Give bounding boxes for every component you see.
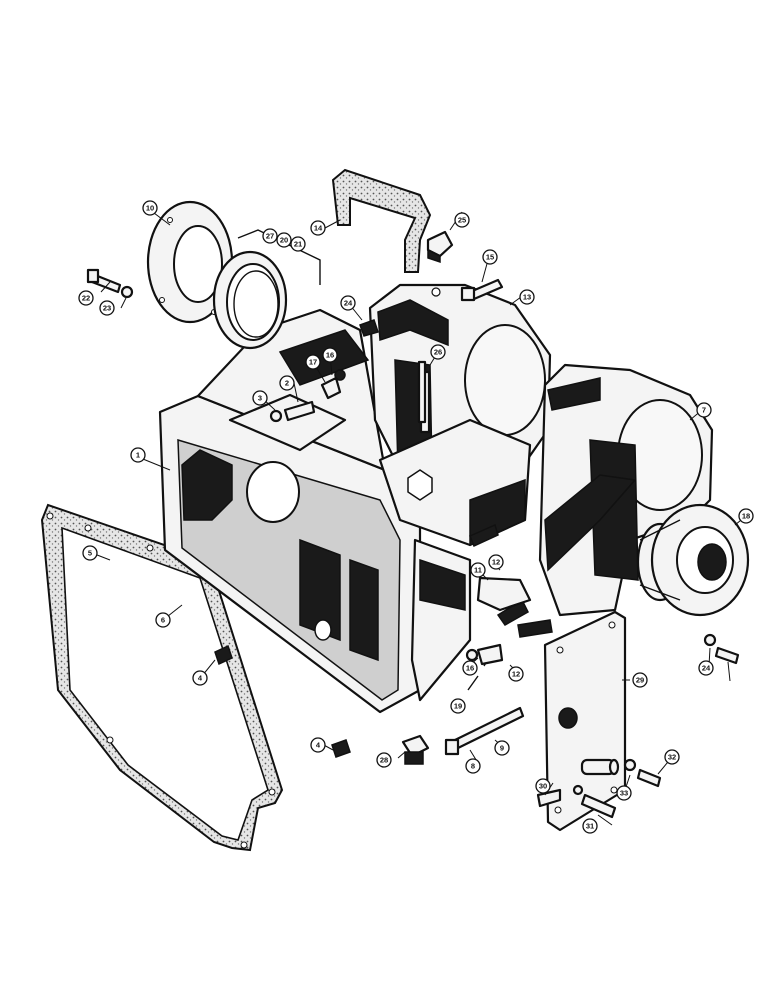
callout-bubble: 31 bbox=[582, 818, 598, 834]
transmission-housing bbox=[158, 308, 422, 714]
callout-bubble: 28 bbox=[376, 752, 392, 768]
svg-text:4: 4 bbox=[316, 741, 321, 750]
callout-bubble: 10 bbox=[142, 200, 158, 216]
svg-text:12: 12 bbox=[512, 670, 520, 679]
svg-text:19: 19 bbox=[451, 702, 459, 711]
callout-bubble: 27 bbox=[262, 228, 278, 244]
svg-text:5: 5 bbox=[88, 549, 92, 558]
callout-bubble: 4 bbox=[310, 737, 326, 753]
shim-rings bbox=[212, 229, 321, 350]
callout-bubble: 20 bbox=[276, 232, 292, 248]
svg-text:23: 23 bbox=[103, 304, 111, 313]
bolts-and-fittings bbox=[86, 230, 740, 819]
callout-bubble: 3 bbox=[252, 390, 268, 406]
svg-text:4: 4 bbox=[198, 674, 203, 683]
callout-bubble: 9 bbox=[494, 740, 510, 756]
svg-text:8: 8 bbox=[471, 762, 475, 771]
callout-bubble: 12 bbox=[508, 666, 524, 682]
svg-text:21: 21 bbox=[294, 240, 302, 249]
svg-text:18: 18 bbox=[742, 512, 750, 521]
svg-text:28: 28 bbox=[380, 756, 388, 765]
callout-bubble: 6 bbox=[155, 612, 171, 628]
svg-text:1: 1 bbox=[136, 451, 140, 460]
svg-text:9: 9 bbox=[500, 744, 504, 753]
callout-bubble: 4 bbox=[192, 670, 208, 686]
callout-bubble: 16 bbox=[322, 347, 338, 363]
callout-bubble: 13 bbox=[519, 289, 535, 305]
callout-bubble: 14 bbox=[310, 220, 326, 236]
callout-bubble: 18 bbox=[738, 508, 754, 524]
callout-bubble: 12 bbox=[488, 554, 504, 570]
svg-text:31: 31 bbox=[586, 822, 594, 831]
callout-bubble: 16 bbox=[462, 660, 478, 676]
svg-text:13: 13 bbox=[523, 293, 531, 302]
callout-bubble: 8 bbox=[465, 758, 481, 774]
svg-text:22: 22 bbox=[82, 294, 90, 303]
cover-plate bbox=[543, 610, 627, 832]
callout-bubble: 17 bbox=[305, 354, 321, 370]
svg-text:25: 25 bbox=[458, 216, 466, 225]
callout-bubble: 24 bbox=[698, 660, 714, 676]
svg-text:11: 11 bbox=[474, 566, 482, 575]
coupling-flange bbox=[636, 503, 750, 617]
svg-text:26: 26 bbox=[434, 348, 442, 357]
svg-text:17: 17 bbox=[309, 358, 317, 367]
svg-text:16: 16 bbox=[466, 664, 474, 673]
callout-bubble: 2 bbox=[279, 375, 295, 391]
svg-text:24: 24 bbox=[344, 299, 353, 308]
callout-bubble: 7 bbox=[696, 402, 712, 418]
callout-bubble: 21 bbox=[290, 236, 306, 252]
svg-text:29: 29 bbox=[636, 676, 644, 685]
svg-text:32: 32 bbox=[668, 753, 676, 762]
callout-bubble: 15 bbox=[482, 249, 498, 265]
callout-bubble: 26 bbox=[430, 344, 446, 360]
svg-text:20: 20 bbox=[280, 236, 288, 245]
svg-text:16: 16 bbox=[326, 351, 334, 360]
top-gasket bbox=[331, 168, 432, 273]
svg-text:3: 3 bbox=[258, 394, 262, 403]
svg-text:7: 7 bbox=[702, 406, 706, 415]
callout-bubble: 19 bbox=[450, 698, 466, 714]
svg-text:24: 24 bbox=[702, 664, 711, 673]
svg-text:33: 33 bbox=[620, 789, 628, 798]
svg-text:15: 15 bbox=[486, 253, 494, 262]
center-case bbox=[368, 283, 552, 702]
callout-bubble: 33 bbox=[616, 785, 632, 801]
callout-bubble: 32 bbox=[664, 749, 680, 765]
callout-bubble: 23 bbox=[99, 300, 115, 316]
svg-text:12: 12 bbox=[492, 558, 500, 567]
svg-text:2: 2 bbox=[285, 379, 289, 388]
svg-text:14: 14 bbox=[314, 224, 323, 233]
callout-bubble: 22 bbox=[78, 290, 94, 306]
svg-text:19: 19 bbox=[454, 702, 462, 711]
callout-bubble: 30 bbox=[535, 778, 551, 794]
svg-text:30: 30 bbox=[539, 782, 547, 791]
svg-text:10: 10 bbox=[146, 204, 154, 213]
callout-bubble: 5 bbox=[82, 545, 98, 561]
svg-text:27: 27 bbox=[266, 232, 274, 241]
callout-bubble: 29 bbox=[632, 672, 648, 688]
svg-text:6: 6 bbox=[161, 616, 165, 625]
callout-bubble: 11 bbox=[470, 562, 486, 578]
callout-bubble: 25 bbox=[454, 212, 470, 228]
callout-bubble: 24 bbox=[340, 295, 356, 311]
callout-bubble: 1 bbox=[130, 447, 146, 463]
